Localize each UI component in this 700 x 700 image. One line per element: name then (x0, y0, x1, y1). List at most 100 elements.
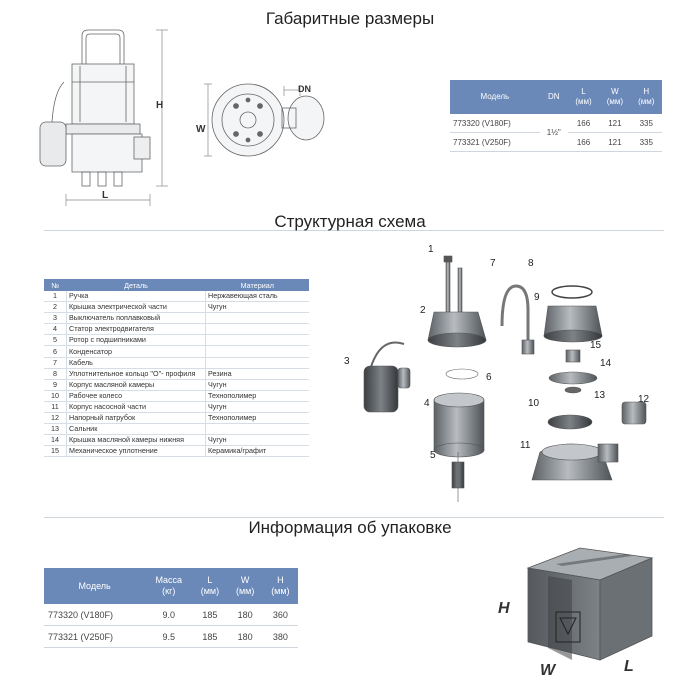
parts-cell-num: 7 (44, 357, 67, 369)
parts-cell-detail: Конденсатор (66, 345, 206, 358)
parts-cell-material (205, 357, 309, 369)
parts-cell-material (205, 345, 309, 358)
parts-cell-detail: Ручка (66, 291, 206, 303)
pack-header-mass: Масса(кг) (145, 568, 193, 604)
box-height-label: H (498, 600, 510, 617)
box-width-label: W (540, 662, 556, 679)
table-row: 773320 (V180F) 9.0 185 180 360 (44, 604, 298, 626)
pack-header-l: L(мм) (192, 568, 228, 604)
parts-cell-material: Чугун (205, 401, 309, 414)
spec-header-h: H(мм) (630, 80, 662, 114)
parts-cell-num: 9 (44, 379, 67, 391)
parts-cell-detail: Статор электродвигателя (66, 323, 206, 336)
package-title: Информация об упаковке (248, 518, 452, 537)
parts-cell-material: Резина (205, 368, 309, 380)
parts-cell-detail: Корпус насосной части (66, 401, 206, 414)
parts-cell-detail: Кабель (66, 357, 206, 369)
box-length-label: L (624, 658, 634, 675)
parts-cell-num: 8 (44, 368, 67, 380)
parts-cell-detail: Сальник (66, 423, 206, 436)
pump-side-view-drawing (39, 29, 168, 206)
parts-cell-material (205, 323, 309, 336)
table-row: 773321 (V250F) 166 121 335 (450, 132, 662, 152)
parts-cell-detail: Выключатель поплавковый (66, 312, 206, 325)
parts-cell-material (205, 423, 309, 436)
parts-header-detail: Деталь (66, 279, 206, 291)
parts-cell-detail: Напорный патрубок (66, 412, 206, 425)
parts-cell-num: 4 (44, 323, 67, 336)
parts-header-num: № (44, 279, 67, 291)
package-box-illustration (526, 547, 654, 661)
callout-8: 8 (528, 258, 534, 269)
spec-header-dn: DN (539, 80, 568, 114)
parts-cell-num: 2 (44, 301, 67, 314)
package-table: Модель Масса(кг) L(мм) W(мм) H(мм) 77332… (44, 568, 298, 648)
callout-11: 11 (520, 440, 531, 451)
spec-header-model: Модель (450, 80, 540, 114)
parts-cell-num: 1 (44, 291, 67, 303)
parts-cell-num: 6 (44, 345, 67, 358)
spec-header-l: L(мм) (567, 80, 600, 114)
scheme-title: Структурная схема (274, 212, 426, 231)
callout-14: 14 (600, 358, 612, 369)
parts-cell-detail: Уплотнительное кольцо "О"- профиля (66, 368, 206, 380)
parts-cell-material: Чугун (205, 301, 309, 314)
parts-cell-detail: Корпус масляной камеры (66, 379, 206, 391)
pack-header-h: H(мм) (262, 568, 298, 604)
callout-15: 15 (590, 340, 602, 351)
parts-cell-num: 15 (44, 445, 67, 458)
table-row: 773321 (V250F) 9.5 185 180 380 (44, 625, 298, 648)
callout-13: 13 (594, 390, 606, 401)
parts-cell-detail: Рабочее колесо (66, 390, 206, 402)
parts-cell-detail: Крышка масляной камеры нижняя (66, 434, 206, 447)
parts-cell-material (205, 334, 309, 347)
callout-3: 3 (344, 356, 350, 367)
callout-2: 2 (420, 305, 426, 316)
section-divider (44, 517, 664, 518)
width-dimension-label: W (196, 124, 206, 135)
parts-cell-detail: Механическое уплотнение (66, 445, 206, 458)
parts-cell-num: 12 (44, 412, 67, 425)
callout-12: 12 (638, 394, 650, 405)
parts-cell-num: 14 (44, 434, 67, 447)
callout-1: 1 (428, 244, 434, 255)
parts-cell-detail: Ротор с подшипниками (66, 334, 206, 347)
parts-cell-material: Технополимер (205, 412, 309, 425)
parts-cell-material (205, 312, 309, 325)
section-divider (44, 230, 664, 231)
callout-9: 9 (534, 292, 540, 303)
parts-cell-material: Керамика/графит (205, 445, 309, 458)
parts-cell-num: 11 (44, 401, 67, 414)
parts-cell-num: 13 (44, 423, 67, 436)
pack-header-model: Модель (44, 568, 146, 604)
parts-cell-num: 10 (44, 390, 67, 402)
parts-cell-num: 3 (44, 312, 67, 325)
callout-6: 6 (486, 372, 492, 383)
length-dimension-label: L (102, 190, 109, 201)
callout-5: 5 (430, 450, 436, 461)
callout-10: 10 (528, 398, 540, 409)
dimensions-title: Габаритные размеры (265, 9, 435, 28)
spec-header-w: W(мм) (599, 80, 631, 114)
callout-7: 7 (490, 258, 496, 269)
dn-dimension-label: DN (298, 84, 311, 94)
parts-cell-detail: Крышка электрической части (66, 301, 206, 314)
dimensions-spec-table: Модель DN L(мм) W(мм) H(мм) 773320 (V180… (450, 80, 662, 152)
pack-header-w: W(мм) (227, 568, 263, 604)
pump-top-view-drawing (204, 83, 325, 157)
